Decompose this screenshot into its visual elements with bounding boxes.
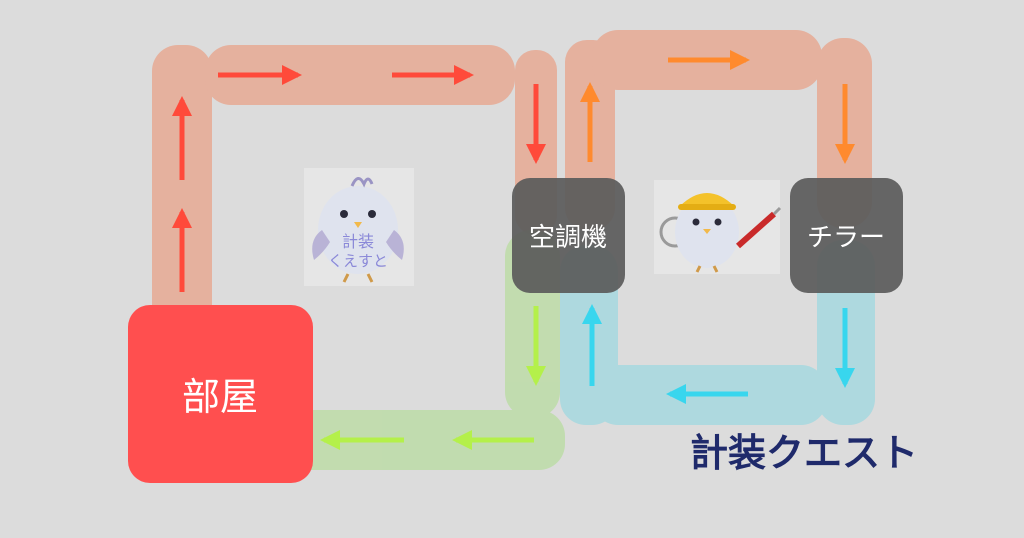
brand-title: 計装クエスト [690,430,918,475]
mascot-text-line1: 計装 [342,232,374,251]
hardhat-bird-icon [654,180,782,274]
aircon-node: 空調機 [512,178,625,293]
air-supply-arrows [172,65,546,292]
room-node: 部屋 [128,305,313,483]
chiller-node: チラー [790,178,903,293]
air-return-arrows [320,306,546,450]
aircon-label: 空調機 [529,223,607,253]
room-label: 部屋 [182,375,258,419]
bird-mascot-icon: 計装 くえすと [304,168,414,286]
chiller-label: チラー [807,223,885,253]
chilled-supply-arrows [582,304,855,404]
mascot-text-line2: くえすと [328,252,388,270]
chilled-return-arrows [580,50,855,164]
